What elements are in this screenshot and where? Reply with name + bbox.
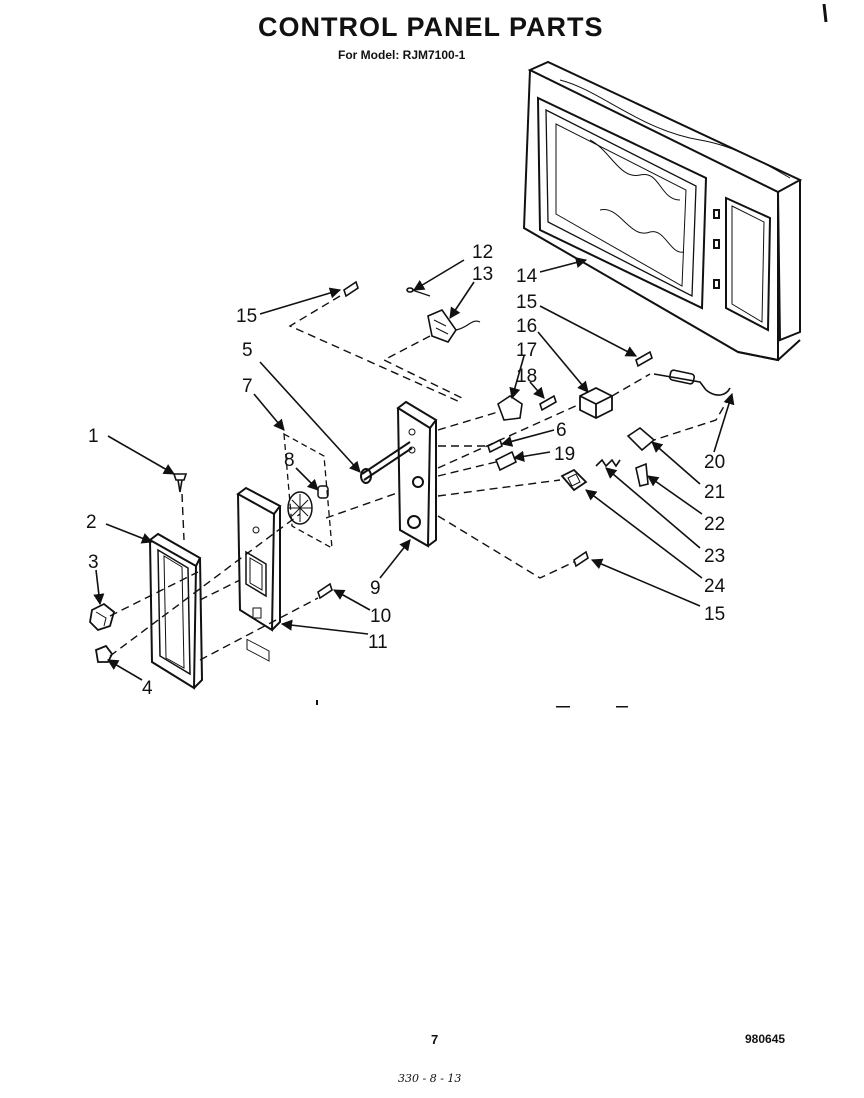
- handwritten-note: 330 - 8 - 13: [398, 1072, 462, 1085]
- callout-19: 19: [554, 444, 575, 465]
- part-22-screw: [635, 462, 649, 487]
- part-11-touch-panel: [236, 486, 282, 662]
- part-16-relay: [579, 386, 613, 420]
- callout-7: 7: [242, 376, 253, 397]
- callout-15-bottom: 15: [704, 604, 725, 625]
- part-15-screw-right: [635, 350, 653, 368]
- callout-24: 24: [704, 576, 726, 597]
- scan-marks: [316, 700, 628, 708]
- part-3-knob: [89, 602, 116, 632]
- part-17-latch: [497, 395, 523, 421]
- callout-12: 12: [472, 242, 493, 263]
- callout-1: 1: [88, 426, 99, 447]
- part-2-bezel: [148, 532, 204, 690]
- callout-4: 4: [142, 678, 153, 699]
- part-15-screw-bottom: [573, 550, 589, 568]
- callout-13: 13: [472, 264, 493, 285]
- part-6-screw: [487, 438, 503, 454]
- callout-10: 10: [370, 606, 391, 627]
- part-4-nut: [94, 644, 114, 663]
- callout-16: 16: [516, 316, 537, 337]
- callout-3: 3: [88, 552, 99, 573]
- page-number: 7: [431, 1032, 439, 1047]
- part-10-screw: [317, 582, 333, 600]
- callout-6: 6: [556, 420, 567, 441]
- callout-15-top: 15: [236, 306, 257, 327]
- callout-9: 9: [370, 578, 381, 599]
- callout-5: 5: [242, 340, 253, 361]
- part-8-dial-wheel: [287, 485, 329, 525]
- callout-2: 2: [86, 512, 97, 533]
- part-19-spacer: [494, 450, 518, 472]
- callout-8: 8: [284, 450, 295, 471]
- page-title: CONTROL PANEL PARTS: [258, 12, 604, 42]
- callout-17: 17: [516, 340, 537, 361]
- part-14-panel-frame: [522, 60, 803, 362]
- callout-23: 23: [704, 546, 725, 567]
- part-23-spring: [595, 458, 621, 468]
- part-9-control-bracket: [396, 400, 438, 548]
- callout-22: 22: [704, 514, 725, 535]
- corner-mark: [822, 3, 828, 23]
- part-7-dial-box: [283, 432, 333, 550]
- part-12-13-switch: [406, 287, 481, 343]
- callout-11: 11: [368, 632, 388, 653]
- part-24-button: [560, 468, 588, 492]
- part-5-shaft: [360, 441, 413, 484]
- assembly-lines: [109, 295, 731, 661]
- part-21-bracket: [626, 426, 656, 452]
- callout-20: 20: [704, 452, 725, 473]
- callout-14: 14: [516, 266, 538, 287]
- callout-21: 21: [704, 482, 725, 503]
- part-15-screw-top: [343, 280, 359, 298]
- callout-18: 18: [516, 366, 537, 387]
- callout-15-right: 15: [516, 292, 537, 313]
- part-20-wire-harness: [653, 369, 731, 396]
- document-number: 980645: [745, 1032, 786, 1046]
- model-subtitle: For Model: RJM7100-1: [338, 48, 466, 62]
- leader-arrows: [93, 257, 735, 681]
- part-18-screw: [539, 394, 557, 412]
- part-1-screw: [172, 473, 188, 493]
